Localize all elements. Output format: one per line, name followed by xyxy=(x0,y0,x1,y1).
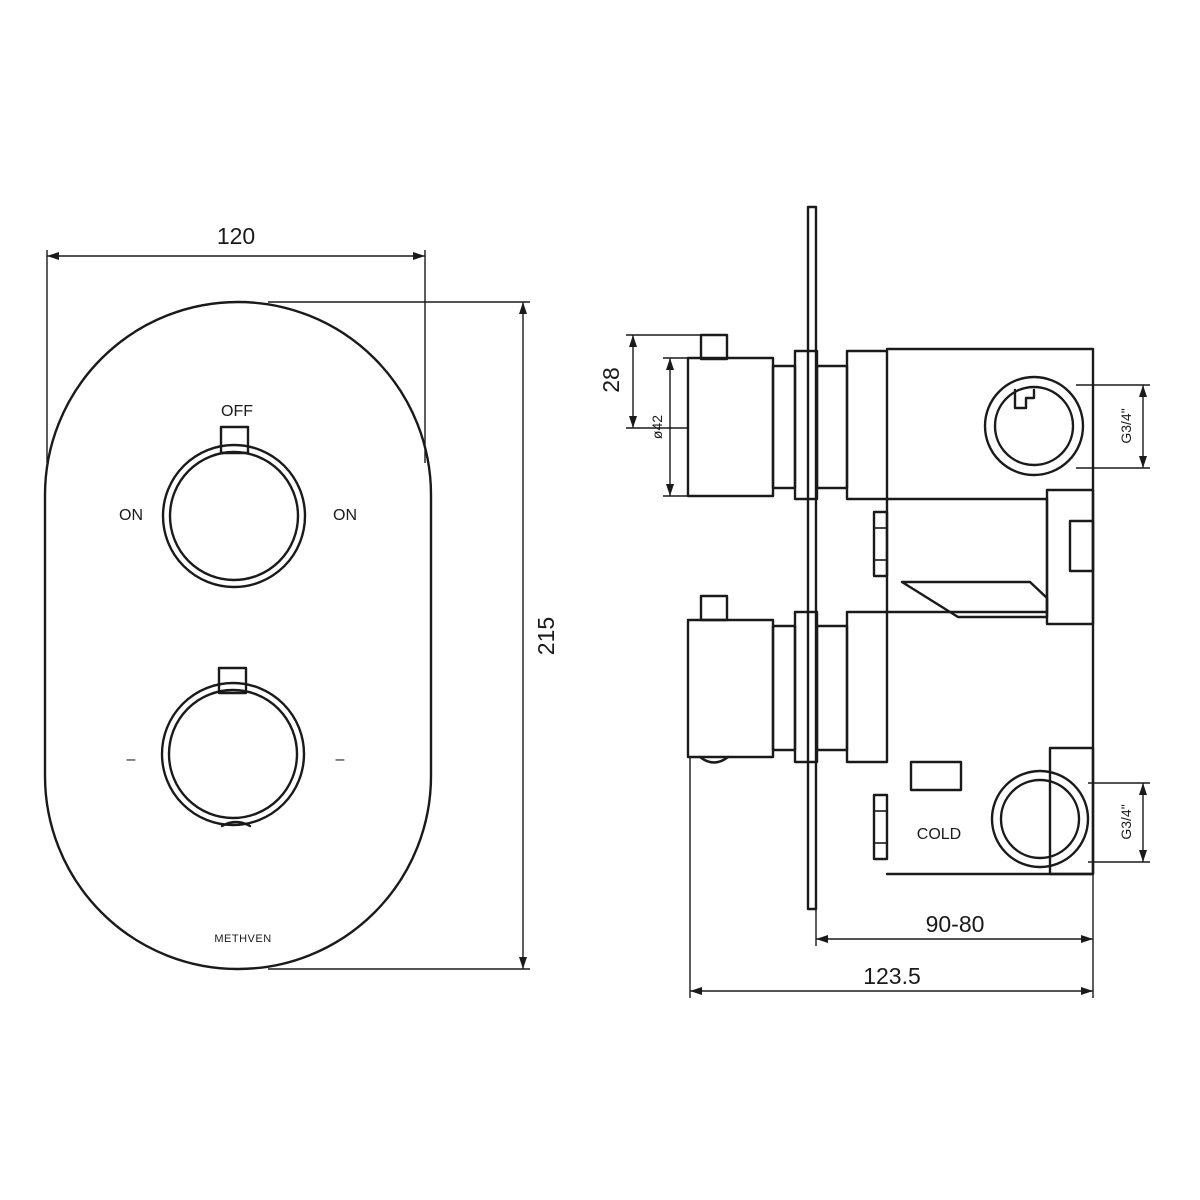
depth-dim-value: 90-80 xyxy=(926,911,985,937)
width-arrow-right xyxy=(413,252,425,260)
left-on-label: ON xyxy=(119,507,143,524)
total-depth-arrow-right xyxy=(1081,987,1093,995)
upper-handle-body xyxy=(686,356,775,498)
lower-port-inner xyxy=(999,778,1081,860)
off-label: OFF xyxy=(221,403,253,420)
lower-handle-body xyxy=(686,618,775,759)
right-on-label: ON xyxy=(333,507,357,524)
lower-thread-arrow-bottom xyxy=(1139,850,1147,862)
faceplate-outline xyxy=(43,300,433,971)
width-dim-value: 120 xyxy=(217,223,255,249)
upper-thread-arrow-top xyxy=(1139,385,1147,397)
middle-cartridge-slot xyxy=(1068,519,1095,573)
brand-logo: METHVEN xyxy=(214,933,271,945)
wall-plate xyxy=(806,205,818,911)
upper-port-inner xyxy=(993,385,1075,467)
upper-port-outer xyxy=(983,375,1085,477)
lower-port-outer xyxy=(990,769,1090,869)
diameter-arrow-top xyxy=(666,358,674,370)
total-depth-arrow-left xyxy=(690,987,702,995)
upper-knob-inner xyxy=(168,450,300,582)
lower-right-mark: – xyxy=(336,751,345,768)
upper-thread-value: G3/4" xyxy=(1118,408,1134,443)
lower-handle-lever xyxy=(699,594,729,622)
offset-arrow-bottom xyxy=(629,416,637,428)
upper-handle-lever xyxy=(699,333,729,361)
middle-nut xyxy=(872,510,889,578)
lower-handle-base xyxy=(698,755,730,764)
upper-thread-arrow-bottom xyxy=(1139,456,1147,468)
upper-collar-2 xyxy=(793,349,819,501)
upper-collar-3 xyxy=(815,364,849,490)
lower-knob-inner xyxy=(167,688,299,820)
cold-inlet-stub xyxy=(909,760,963,792)
lower-collar-4 xyxy=(845,610,889,764)
width-arrow-left xyxy=(47,252,59,260)
side-view: COLD 28 ø42 G3/4" G3/4" 9 xyxy=(598,205,1150,998)
middle-diverter-blade xyxy=(900,580,1049,619)
offset-arrow-top xyxy=(629,335,637,347)
height-dim-value: 215 xyxy=(533,617,559,655)
front-view: OFF ON ON – – METHVEN 120 215 xyxy=(43,223,559,971)
height-arrow-top xyxy=(519,302,527,314)
cold-inlet-box xyxy=(1048,746,1095,876)
lower-collar-2 xyxy=(793,610,819,764)
diameter-dim-value: ø42 xyxy=(649,415,665,439)
height-arrow-bottom xyxy=(519,957,527,969)
middle-body xyxy=(885,497,1049,614)
lower-collar-3 xyxy=(815,624,849,752)
lower-collar-1 xyxy=(771,624,797,752)
diameter-arrow-bottom xyxy=(666,484,674,496)
lower-knob-base-notch xyxy=(220,820,252,828)
total-depth-dim-value: 123.5 xyxy=(863,963,921,989)
upper-port-tab xyxy=(1013,388,1036,410)
upper-collar-1 xyxy=(771,364,797,490)
lower-knob-indicator xyxy=(217,666,248,695)
cold-nut xyxy=(872,793,889,861)
upper-collar-4 xyxy=(845,349,889,501)
lower-knob-outer xyxy=(160,681,306,827)
depth-arrow-right xyxy=(1081,935,1093,943)
lower-thread-value: G3/4" xyxy=(1118,804,1134,839)
lower-thread-arrow-top xyxy=(1139,783,1147,795)
offset-dim-value: 28 xyxy=(598,367,624,393)
upper-knob-indicator xyxy=(219,425,250,455)
upper-knob-outer xyxy=(161,443,307,589)
lower-left-mark: – xyxy=(127,751,136,768)
depth-arrow-left xyxy=(816,935,828,943)
cold-label: COLD xyxy=(917,826,961,843)
